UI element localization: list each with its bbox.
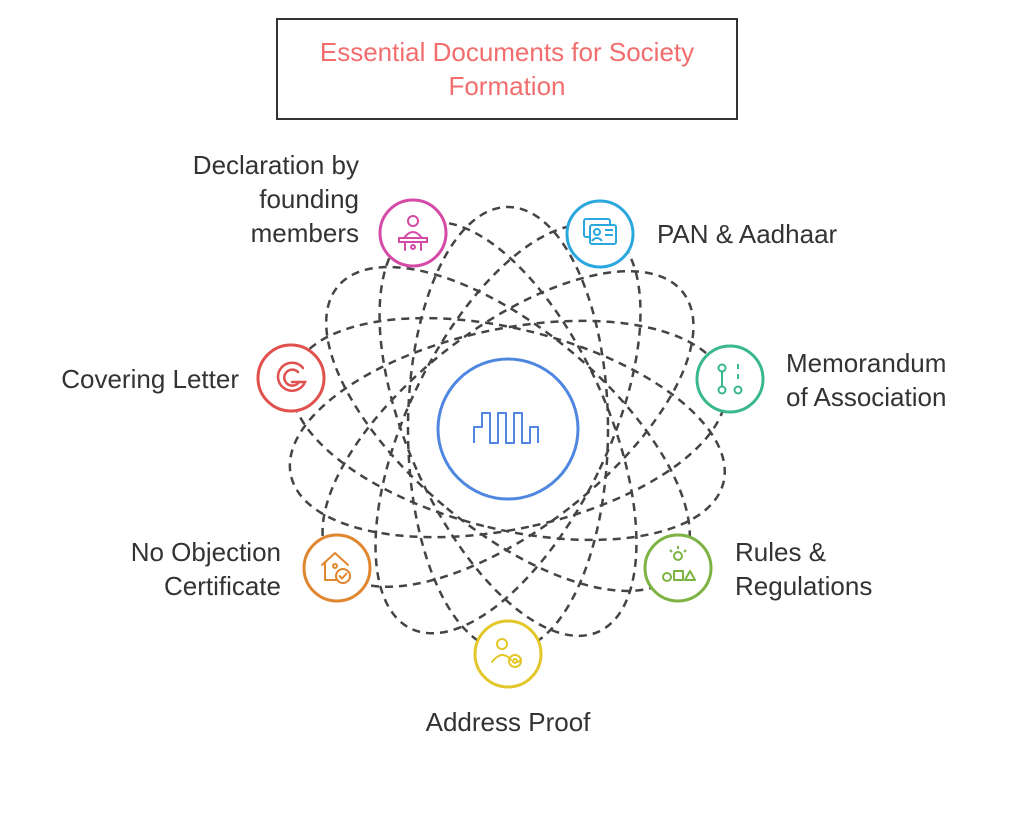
node-rules (643, 533, 713, 603)
label-noc: No Objection Certificate (130, 537, 281, 601)
label-memorandum: Memorandum of Association (786, 348, 947, 412)
letter-g-icon (276, 361, 307, 392)
label-pan-aadhaar: PAN & Aadhaar (657, 219, 838, 249)
label-address-proof: Address Proof (425, 707, 591, 737)
node-memorandum (695, 344, 765, 414)
diagram-title: Essential Documents for Society Formatio… (319, 37, 695, 101)
node-declaration (378, 198, 448, 268)
orbit-rings (288, 205, 728, 653)
orbit-ring-5 (289, 316, 727, 542)
label-covering-letter: Covering Letter (61, 364, 239, 394)
node-noc (302, 533, 372, 603)
user-email-icon (491, 638, 522, 668)
shapes-idea-icon (662, 546, 696, 582)
title-box: Essential Documents for Society Formatio… (276, 18, 738, 120)
square-wave-icon (473, 412, 539, 444)
orbit-ring-3 (321, 269, 695, 589)
orbit-ring-1 (406, 205, 610, 653)
node-pan-aadhaar (565, 199, 635, 269)
flow-steps-icon (717, 363, 743, 395)
person-at-desk-icon (398, 215, 428, 251)
label-declaration: Declaration by founding members (192, 150, 359, 248)
orbit-ring-7 (378, 220, 638, 638)
id-card-icon (583, 218, 617, 245)
label-rules: Rules & Regulations (735, 537, 873, 601)
house-check-icon (321, 552, 351, 584)
node-covering-letter (256, 343, 326, 413)
center-hub (436, 357, 580, 501)
node-address-proof (473, 619, 543, 689)
